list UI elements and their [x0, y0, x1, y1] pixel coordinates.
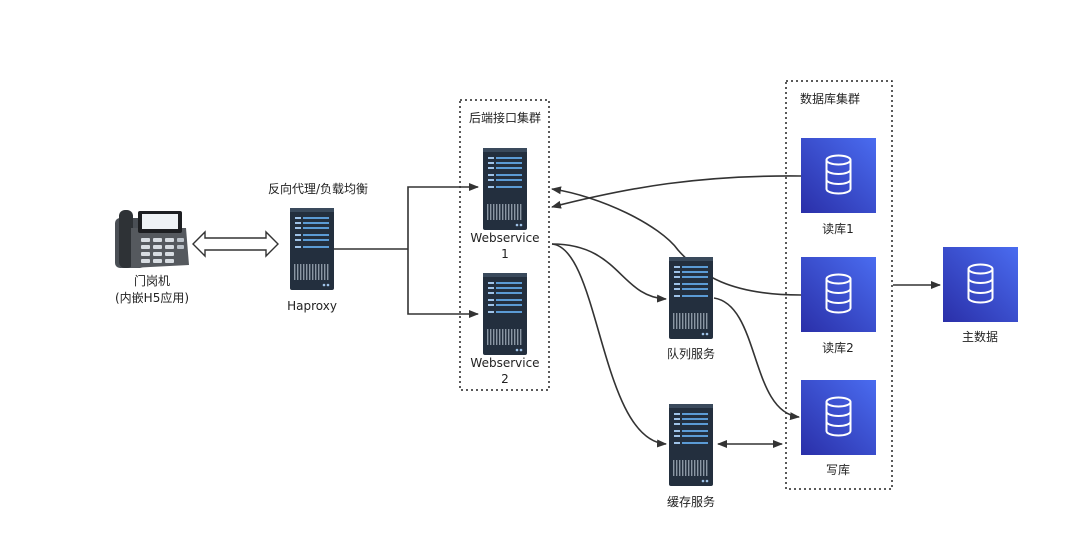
cache-server-icon [669, 404, 713, 486]
main-data-label: 主数据 [962, 329, 998, 344]
phone-sublabel: (内嵌H5应用) [115, 290, 189, 305]
webservice1-label: Webservice [470, 231, 539, 245]
webservice1-server-icon [483, 148, 527, 230]
db1-ws1-link [551, 175, 802, 209]
webservice2-index: 2 [501, 372, 509, 386]
proxy-caption: 反向代理/负载均衡 [268, 181, 368, 196]
haproxy-server-icon [290, 208, 334, 290]
read-db1-label: 读库1 [822, 221, 854, 236]
proxy-ws1-link [407, 183, 479, 249]
read-db2-database-icon [801, 257, 876, 332]
write-db-label: 写库 [826, 462, 850, 477]
backend-cluster-title: 后端接口集群 [469, 110, 541, 125]
proxy-label: Haproxy [287, 299, 337, 313]
read-db2-label: 读库2 [822, 340, 854, 355]
webservice2-label: Webservice [470, 356, 539, 370]
read-db1-database-icon [801, 138, 876, 213]
db2-ws1-link [551, 186, 802, 296]
cache-label: 缓存服务 [667, 494, 715, 509]
queue-label: 队列服务 [667, 346, 715, 361]
phone-label: 门岗机 [134, 273, 170, 288]
proxy-ws2-link [407, 249, 479, 318]
db-cluster-box [785, 80, 893, 490]
write-db-database-icon [801, 380, 876, 455]
ws1-queue-link [551, 243, 667, 303]
phone-proxy-link [192, 230, 279, 258]
db-cluster-title: 数据库集群 [800, 91, 860, 106]
webservice1-index: 1 [501, 247, 509, 261]
queue-writedb-link [713, 297, 800, 421]
main-data-database-icon [943, 247, 1018, 322]
desk-phone-icon [115, 210, 189, 268]
webservice2-server-icon [483, 273, 527, 355]
ws1-cache-link [551, 243, 667, 448]
queue-server-icon [669, 257, 713, 339]
